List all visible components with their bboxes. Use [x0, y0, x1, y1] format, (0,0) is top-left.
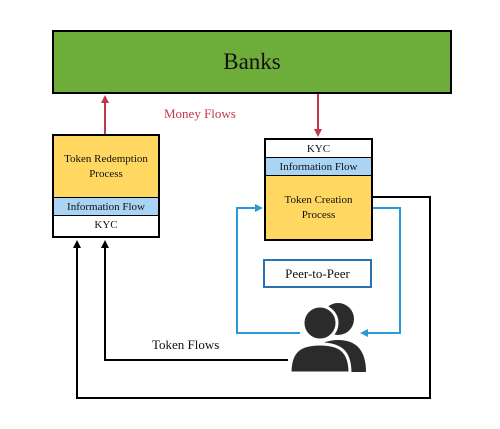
users-icon [288, 303, 366, 374]
money-flows-label: Money Flows [164, 106, 236, 121]
creation-information-flow: Information Flow [266, 158, 371, 176]
redemption-process-label: Token Redemption Process [54, 136, 158, 198]
redemption-information-flow: Information Flow [54, 198, 158, 216]
peer-to-peer-node: Peer-to-Peer [263, 259, 372, 288]
token-flow-inner [101, 240, 288, 361]
token-flows-label: Token Flows [152, 337, 220, 352]
creation-kyc: KYC [266, 140, 371, 158]
peer-arrow-up [236, 204, 300, 334]
creation-process-label: Token Creation Process [266, 176, 371, 239]
peer-arrow-down [360, 207, 401, 337]
token-flow-outer [73, 196, 431, 399]
banks-node: Banks [52, 30, 452, 94]
redemption-kyc: KYC [54, 216, 158, 234]
token-creation-node: KYC Information Flow Token Creation Proc… [264, 138, 373, 241]
token-redemption-node: Token Redemption Process Information Flo… [52, 134, 160, 238]
